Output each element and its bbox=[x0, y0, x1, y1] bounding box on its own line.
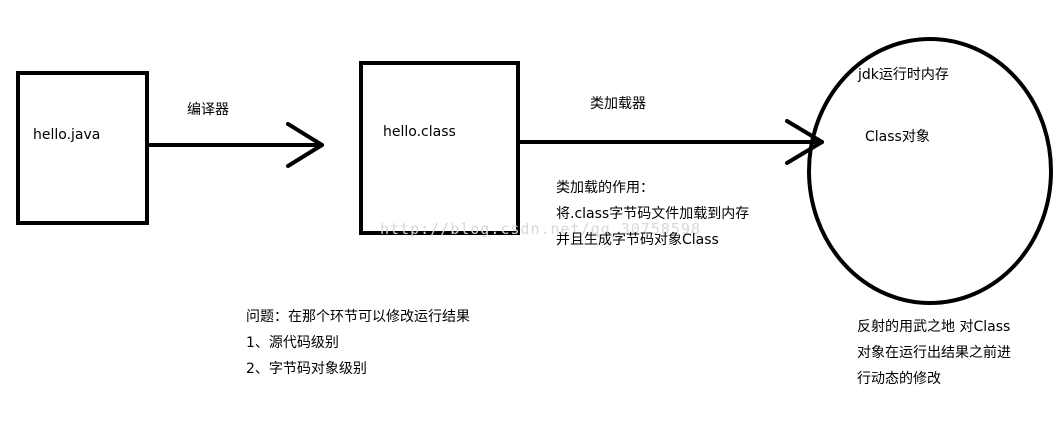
loader-note-line-1: 类加载的作用： bbox=[556, 180, 654, 196]
watermark-text: http://blog.csdn.net/qq_30758598 bbox=[380, 220, 701, 238]
loader-note-line-2: 将.class字节码文件加载到内存 bbox=[556, 206, 750, 222]
class-object-label: Class对象 bbox=[865, 129, 930, 145]
question-line-2: 1、源代码级别 bbox=[246, 335, 339, 351]
class-loader-arrow bbox=[517, 119, 824, 165]
class-file-box bbox=[359, 61, 520, 235]
memory-label: jdk运行时内存 bbox=[858, 67, 949, 83]
source-file-label: hello.java bbox=[33, 127, 101, 143]
reflection-note-line-3: 行动态的修改 bbox=[857, 371, 941, 387]
compiler-label: 编译器 bbox=[187, 102, 229, 118]
class-file-label: hello.class bbox=[383, 124, 456, 140]
loader-note-line-3: 并且生成字节码对象Class bbox=[556, 232, 719, 248]
class-loader-label: 类加载器 bbox=[590, 96, 646, 112]
compiler-arrow bbox=[148, 122, 324, 168]
source-file-box bbox=[16, 71, 149, 225]
runtime-memory-ellipse bbox=[807, 37, 1053, 305]
question-line-1: 问题：在那个环节可以修改运行结果 bbox=[246, 309, 470, 325]
reflection-note-line-1: 反射的用武之地 对Class bbox=[857, 319, 1011, 335]
question-line-3: 2、字节码对象级别 bbox=[246, 361, 367, 377]
reflection-note-line-2: 对象在运行出结果之前进 bbox=[857, 345, 1011, 361]
